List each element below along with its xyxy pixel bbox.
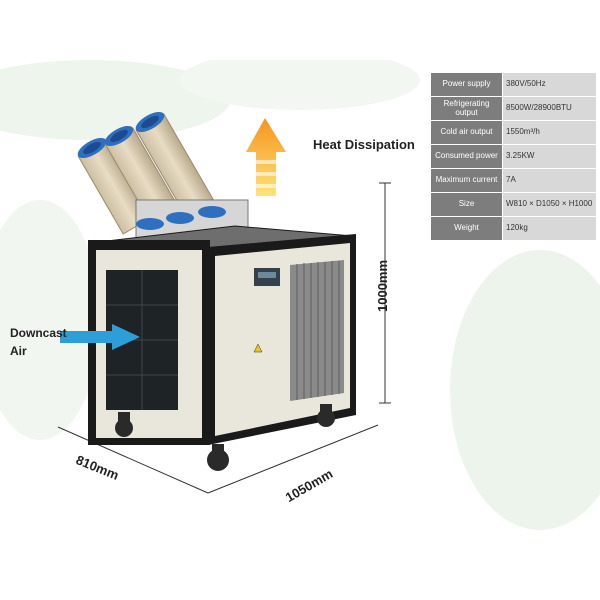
spec-value: W810 × D1050 × H1000 <box>502 192 597 217</box>
spec-label: Maximum current <box>430 168 503 193</box>
spec-row-consumed-power: Consumed power 3.25KW <box>430 144 597 169</box>
spec-row-power-supply: Power supply 380V/50Hz <box>430 72 597 97</box>
heat-dissipation-label: Heat Dissipation <box>313 137 415 152</box>
downcast-air-arrow-icon <box>60 324 140 350</box>
spec-value: 8500W/28900BTU <box>502 96 597 121</box>
spec-row-cold-air-output: Cold air output 1550m³/h <box>430 120 597 145</box>
spec-label: Size <box>430 192 503 217</box>
spec-row-maximum-current: Maximum current 7A <box>430 168 597 193</box>
background-wash <box>0 60 600 530</box>
spec-value: 3.25KW <box>502 144 597 169</box>
height-dimension-label: 1000mm <box>375 259 390 312</box>
dimension-lines <box>57 182 391 494</box>
spec-row-weight: Weight 120kg <box>430 216 597 241</box>
spec-row-refrigerating-output: Refrigerating output 8500W/28900BTU <box>430 96 597 121</box>
downcast-air-label: Downcast Air <box>10 324 67 360</box>
spec-label: Cold air output <box>430 120 503 145</box>
spec-value: 120kg <box>502 216 597 241</box>
air-ducts <box>77 111 249 241</box>
spec-label: Weight <box>430 216 503 241</box>
caster-wheels <box>115 404 335 471</box>
spec-row-size: Size W810 × D1050 × H1000 <box>430 192 597 217</box>
spec-label: Power supply <box>430 72 503 97</box>
downcast-label-line2: Air <box>10 344 27 358</box>
spec-table: Power supply 380V/50Hz Refrigerating out… <box>430 72 597 241</box>
side-panel <box>208 234 356 445</box>
spec-value: 7A <box>502 168 597 193</box>
heat-arrow-icon <box>246 118 286 196</box>
downcast-label-line1: Downcast <box>10 326 67 340</box>
spec-label: Refrigerating output <box>430 96 503 121</box>
spec-label: Consumed power <box>430 144 503 169</box>
spec-value: 1550m³/h <box>502 120 597 145</box>
spec-value: 380V/50Hz <box>502 72 597 97</box>
